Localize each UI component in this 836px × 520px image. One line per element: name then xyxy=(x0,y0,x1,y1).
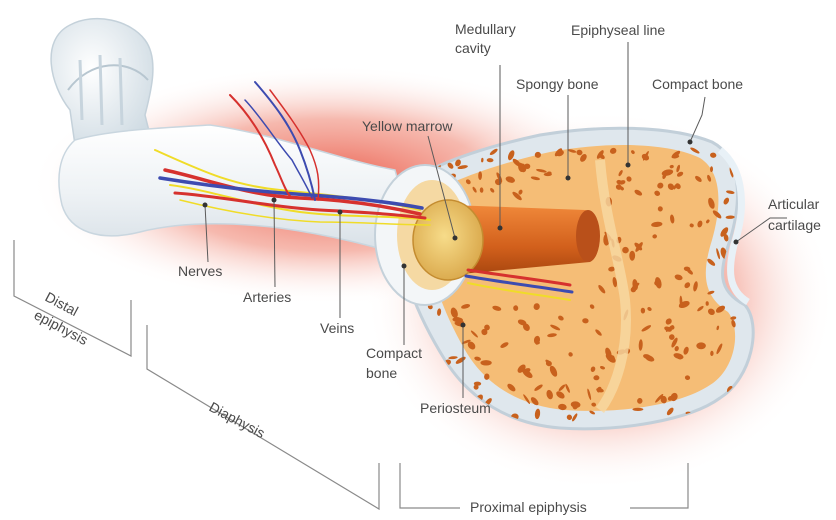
trabecula-hole xyxy=(632,408,643,411)
label-compact-bone-lower-1: Compact xyxy=(366,345,422,361)
label-medullary-cavity-2: cavity xyxy=(455,40,491,56)
label-epiphyseal-line: Epiphyseal line xyxy=(571,22,665,38)
region-distal-epiphysis-2: epiphysis xyxy=(32,307,91,349)
label-arteries: Arteries xyxy=(243,289,291,305)
label-articular-cartilage-2: cartilage xyxy=(768,217,821,233)
label-compact-bone-top: Compact bone xyxy=(652,76,743,92)
label-nerves: Nerves xyxy=(178,263,222,279)
label-yellow-marrow: Yellow marrow xyxy=(362,118,453,134)
label-periosteum: Periosteum xyxy=(420,400,491,416)
label-spongy-bone: Spongy bone xyxy=(516,76,599,92)
trabecula-hole xyxy=(544,173,552,176)
label-medullary-cavity-1: Medullary xyxy=(455,21,516,37)
trabecula-hole xyxy=(629,251,635,261)
distal-bone-head xyxy=(51,19,153,145)
trabecula-hole xyxy=(696,342,706,349)
label-compact-bone-lower-2: bone xyxy=(366,365,397,381)
region-diaphysis: Diaphysis xyxy=(207,399,268,442)
label-articular-cartilage-1: Articular xyxy=(768,196,820,212)
trabecula-hole xyxy=(480,360,491,365)
region-proximal-epiphysis: Proximal epiphysis xyxy=(470,499,587,515)
label-veins: Veins xyxy=(320,320,354,336)
